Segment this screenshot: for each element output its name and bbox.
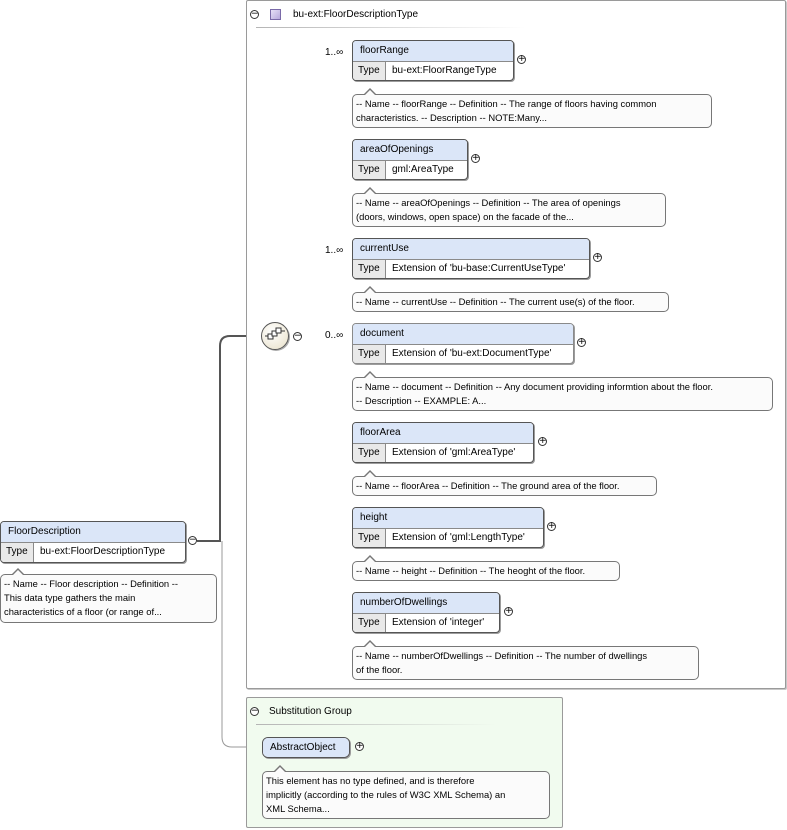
type-value: bu-ext:FloorRangeType [392, 65, 497, 76]
note-line: implicitly (according to the rules of W3… [266, 789, 506, 800]
substitution-group-title: Substitution Group [269, 706, 352, 717]
element-floorArea[interactable]: floorArea Type Extension of 'gml:AreaTyp… [352, 422, 534, 463]
type-label: Type [353, 614, 386, 632]
currentUse-annotation: -- Name -- currentUse -- Definition -- T… [352, 286, 669, 312]
element-AbstractObject[interactable]: AbstractObject [262, 737, 350, 758]
element-floorRange[interactable]: floorRange Type bu-ext:FloorRangeType [352, 40, 514, 81]
note-line: -- Name -- height -- Definition -- The h… [356, 565, 586, 576]
element-currentUse[interactable]: currentUse Type Extension of 'bu-base:Cu… [352, 238, 590, 279]
expand-height-toggle[interactable]: + [547, 521, 556, 531]
expand-floorArea-toggle[interactable]: + [538, 436, 547, 446]
type-label: Type [353, 161, 386, 179]
root-element-box[interactable]: FloorDescription Type bu-ext:FloorDescri… [0, 521, 186, 563]
floorArea-annotation: -- Name -- floorArea -- Definition -- Th… [352, 470, 657, 496]
complex-type-title: bu-ext:FloorDescriptionType [293, 9, 419, 20]
type-value: Extension of 'bu-base:CurrentUseType' [392, 263, 566, 274]
element-name: areaOfOpenings [353, 140, 467, 161]
element-name: AbstractObject [263, 738, 349, 757]
type-label: Type [353, 444, 386, 462]
type-label: Type [1, 543, 34, 562]
collapse-type-panel-toggle[interactable]: − [250, 9, 259, 19]
note-line: This data type gathers the main [4, 592, 136, 603]
element-type-row: Type Extension of 'integer' [353, 614, 499, 632]
areaOfOpenings-annotation: -- Name -- areaOfOpenings -- Definition … [352, 187, 666, 227]
note-line: -- Name -- floorArea -- Definition -- Th… [356, 480, 620, 491]
sequence-glyph-icon [265, 327, 285, 340]
element-type-row: Type Extension of 'bu-ext:DocumentType' [353, 345, 573, 363]
document-annotation: -- Name -- document -- Definition -- Any… [352, 371, 773, 411]
element-height[interactable]: height Type Extension of 'gml:LengthType… [352, 507, 544, 548]
element-document[interactable]: document Type Extension of 'bu-ext:Docum… [352, 323, 574, 364]
floorRange-annotation: -- Name -- floorRange -- Definition -- T… [352, 88, 712, 128]
element-type-row: Type gml:AreaType [353, 161, 467, 179]
element-name: document [353, 324, 573, 345]
note-line: -- Name -- floorRange -- Definition -- T… [356, 98, 657, 109]
type-value: gml:AreaType [392, 164, 454, 175]
type-value: bu-ext:FloorDescriptionType [40, 546, 166, 557]
substitution-divider [256, 724, 496, 725]
expand-floorRange-toggle[interactable]: + [517, 54, 526, 64]
element-type-row: Type Extension of 'gml:AreaType' [353, 444, 533, 462]
expand-currentUse-toggle[interactable]: + [593, 252, 602, 262]
type-value: Extension of 'gml:LengthType' [392, 532, 525, 543]
note-line: -- Name -- numberOfDwellings -- Definiti… [356, 650, 648, 661]
element-name: numberOfDwellings [353, 593, 499, 614]
root-annotation: -- Name -- Floor description -- Definiti… [0, 568, 217, 623]
note-line: (doors, windows, open space) on the faca… [356, 211, 574, 222]
note-line: -- Description -- EXAMPLE: A... [356, 395, 487, 406]
element-name: floorArea [353, 423, 533, 444]
expand-document-toggle[interactable]: + [577, 337, 586, 347]
element-type-row: Type bu-ext:FloorRangeType [353, 62, 513, 80]
type-value: Extension of 'gml:AreaType' [392, 447, 516, 458]
note-line: -- Name -- currentUse -- Definition -- T… [356, 296, 635, 307]
expand-areaOfOpenings-toggle[interactable]: + [471, 153, 480, 163]
title-divider [256, 27, 526, 28]
collapse-root-toggle[interactable]: − [188, 535, 197, 545]
note-line: This element has no type defined, and is… [266, 775, 475, 786]
note-line: of the floor. [356, 664, 403, 675]
expand-numberOfDwellings-toggle[interactable]: + [504, 606, 513, 616]
element-type-row: Type Extension of 'bu-base:CurrentUseTyp… [353, 260, 589, 278]
element-name: FloorDescription [1, 522, 185, 543]
note-line: -- Name -- document -- Definition -- Any… [356, 381, 713, 392]
note-line: XML Schema... [266, 803, 330, 814]
note-line: -- Name -- areaOfOpenings -- Definition … [356, 197, 621, 208]
type-value: Extension of 'integer' [392, 617, 485, 628]
element-name: floorRange [353, 41, 513, 62]
note-line: characteristics. -- Description -- NOTE:… [356, 112, 548, 123]
AbstractObject-annotation: This element has no type defined, and is… [262, 765, 550, 819]
element-type-row: Type Extension of 'gml:LengthType' [353, 529, 543, 547]
element-name: currentUse [353, 239, 589, 260]
cardinality-label: 1..∞ [325, 47, 344, 58]
complex-type-icon [270, 9, 281, 20]
type-label: Type [353, 529, 386, 547]
element-numberOfDwellings[interactable]: numberOfDwellings Type Extension of 'int… [352, 592, 500, 633]
collapse-sequence-toggle[interactable]: − [293, 331, 302, 341]
element-type-row: Type bu-ext:FloorDescriptionType [1, 543, 185, 562]
element-areaOfOpenings[interactable]: areaOfOpenings Type gml:AreaType [352, 139, 468, 180]
expand-AbstractObject-toggle[interactable]: + [355, 741, 364, 751]
element-name: height [353, 508, 543, 529]
type-label: Type [353, 260, 386, 278]
height-annotation: -- Name -- height -- Definition -- The h… [352, 555, 620, 581]
note-line: characteristics of a floor (or range of.… [4, 606, 162, 617]
collapse-substitution-toggle[interactable]: − [250, 706, 259, 716]
type-label: Type [353, 62, 386, 80]
cardinality-label: 0..∞ [325, 330, 344, 341]
sequence-compositor-icon[interactable] [261, 322, 289, 350]
type-value: Extension of 'bu-ext:DocumentType' [392, 348, 552, 359]
numberOfDwellings-annotation: -- Name -- numberOfDwellings -- Definiti… [352, 640, 699, 680]
cardinality-label: 1..∞ [325, 245, 344, 256]
type-label: Type [353, 345, 386, 363]
note-line: -- Name -- Floor description -- Definiti… [4, 578, 178, 589]
